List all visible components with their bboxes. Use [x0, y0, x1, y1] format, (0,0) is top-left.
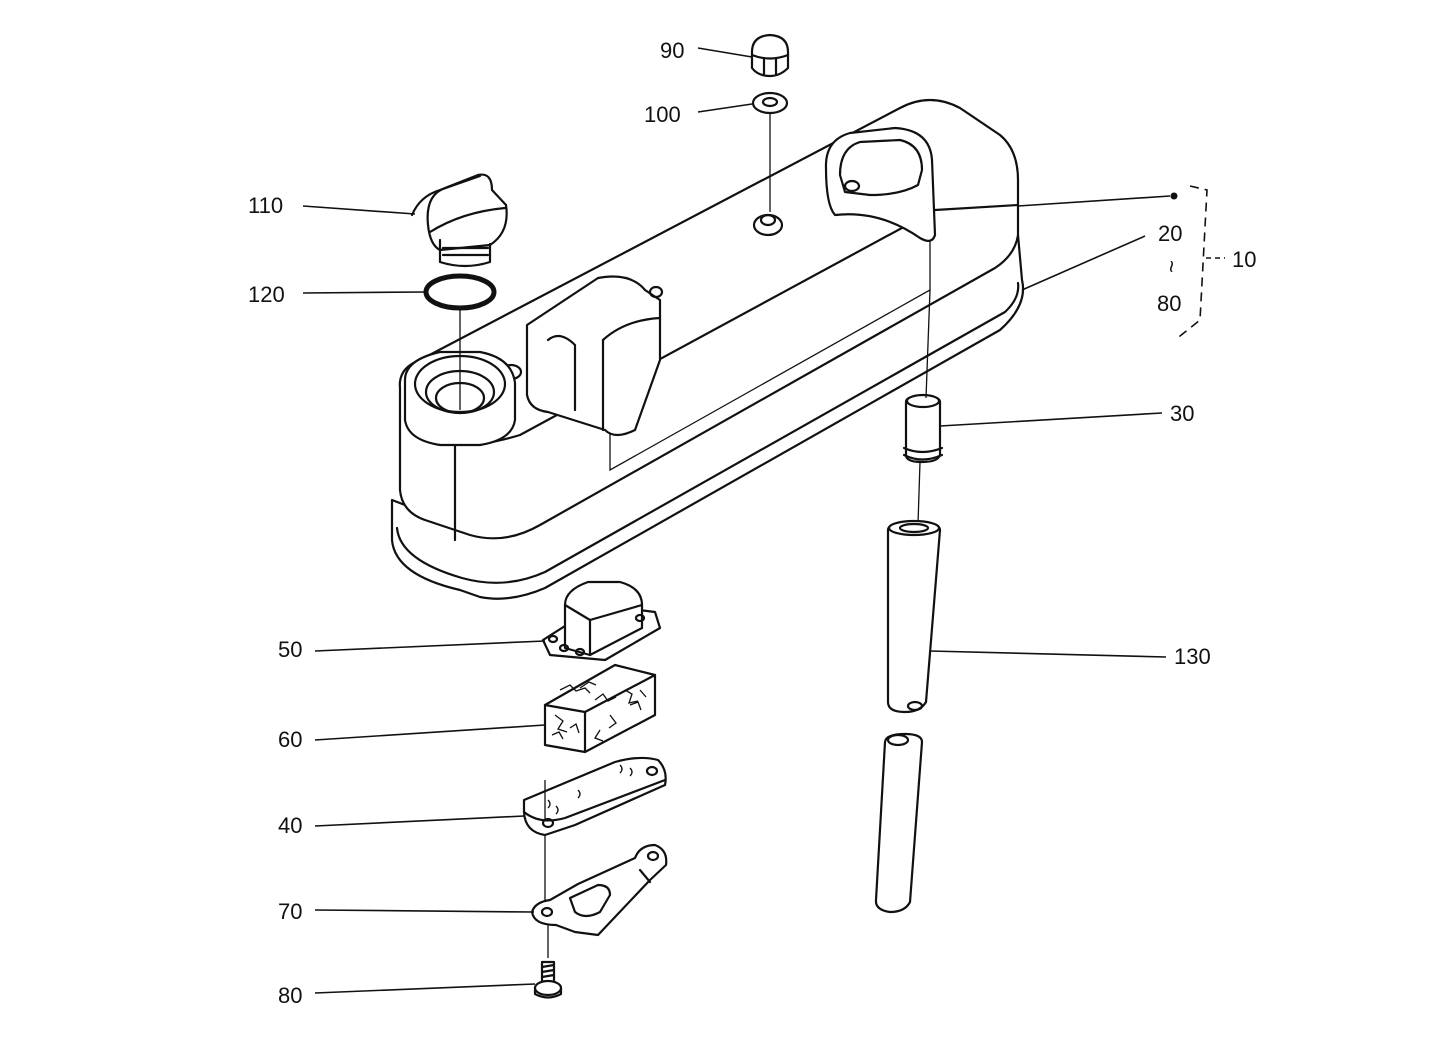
- assembly-line-hose: [917, 461, 921, 525]
- callout-120: 120: [248, 282, 285, 307]
- leader-dot: [1170, 192, 1178, 200]
- screw: [533, 960, 563, 999]
- washer: [751, 91, 789, 115]
- callout-110: 110: [248, 193, 283, 218]
- range-bracket: [1174, 185, 1225, 341]
- callout-20: 20: [1158, 221, 1182, 246]
- breather-box: [541, 580, 662, 662]
- callout-90: 90: [660, 38, 684, 63]
- leader-lines: [302, 47, 1171, 994]
- callout-70: 70: [278, 899, 302, 924]
- bracket: [530, 843, 668, 937]
- callout-range-tilde: ~: [1159, 260, 1184, 273]
- callout-80: 80: [278, 983, 302, 1008]
- breather-fitting: [902, 393, 944, 464]
- callout-50: 50: [278, 637, 302, 662]
- callout-80-range: 80: [1157, 291, 1181, 316]
- o-ring: [423, 273, 497, 311]
- breather-hose: [874, 519, 942, 914]
- oil-filler-cap: [410, 173, 508, 268]
- callout-30: 30: [1170, 401, 1194, 426]
- cap-nut: [750, 33, 790, 78]
- callout-130: 130: [1174, 644, 1211, 669]
- assembly-line-breather: [925, 289, 931, 399]
- callout-40: 40: [278, 813, 302, 838]
- filter-plate: [522, 756, 667, 837]
- callout-60: 60: [278, 727, 302, 752]
- callout-100: 100: [644, 102, 681, 127]
- callout-10: 10: [1232, 247, 1256, 272]
- filter-element: [543, 663, 657, 754]
